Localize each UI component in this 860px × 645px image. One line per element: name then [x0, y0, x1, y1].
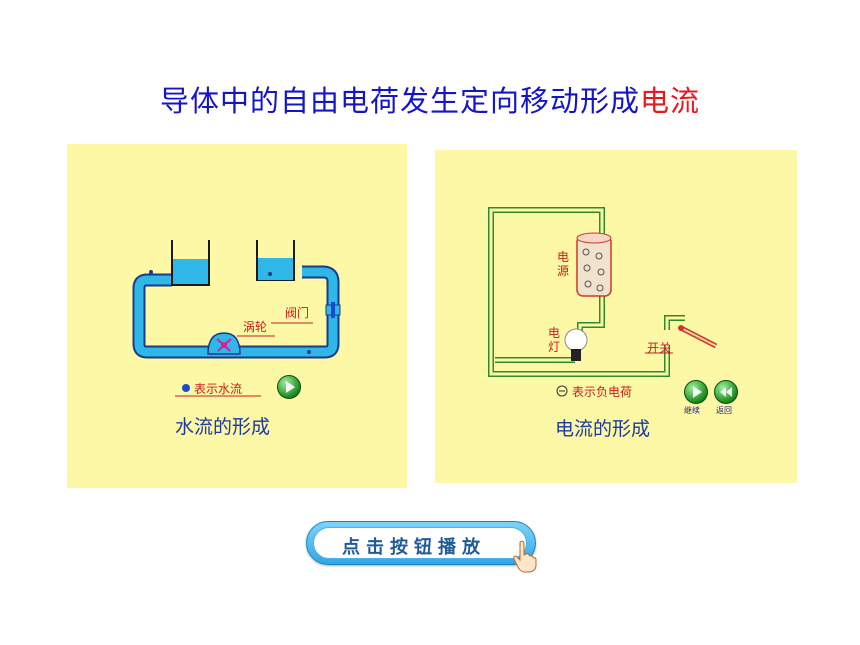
- power-source-icon: [576, 232, 612, 297]
- electric-current-panel: 电源 电灯 开关 表示负电荷 继续 返回 电流的形成: [435, 150, 797, 483]
- source-label: 电源: [557, 250, 570, 278]
- charge-legend-label: 表示负电荷: [572, 385, 633, 399]
- back-label: 返回: [716, 406, 732, 415]
- water-flow-panel: 阀门 涡轮 表示水流 水流的形成: [67, 144, 407, 488]
- title-highlight: 电流: [640, 84, 701, 118]
- lamp-label: 电灯: [548, 326, 561, 354]
- water-caption: 水流的形成: [175, 416, 271, 438]
- click-to-play-button[interactable]: 点击按钮播放: [306, 521, 536, 565]
- lamp-icon: [564, 328, 588, 361]
- continue-label: 继续: [684, 406, 700, 415]
- play-button-label: 点击按钮播放: [342, 537, 486, 558]
- water-legend-label: 表示水流: [194, 382, 243, 396]
- page-title: 导体中的自由电荷发生定向移动形成电流: [159, 84, 701, 118]
- turbine-icon: [216, 338, 232, 352]
- water-play-button[interactable]: [277, 375, 301, 399]
- water-drop-icon: [182, 384, 190, 392]
- continue-button[interactable]: [684, 380, 708, 404]
- electric-circuit-diagram: [488, 207, 718, 397]
- switch-label: 开关: [647, 341, 672, 355]
- valve-handle-icon: [331, 302, 335, 318]
- back-button[interactable]: [714, 380, 738, 404]
- valve-label: 阀门: [285, 306, 310, 320]
- current-caption: 电流的形成: [555, 418, 651, 440]
- switch-icon: [678, 325, 718, 349]
- water-circuit-diagram: [132, 240, 341, 397]
- turbine-label: 涡轮: [243, 320, 268, 334]
- hand-pointer-icon: [513, 540, 537, 573]
